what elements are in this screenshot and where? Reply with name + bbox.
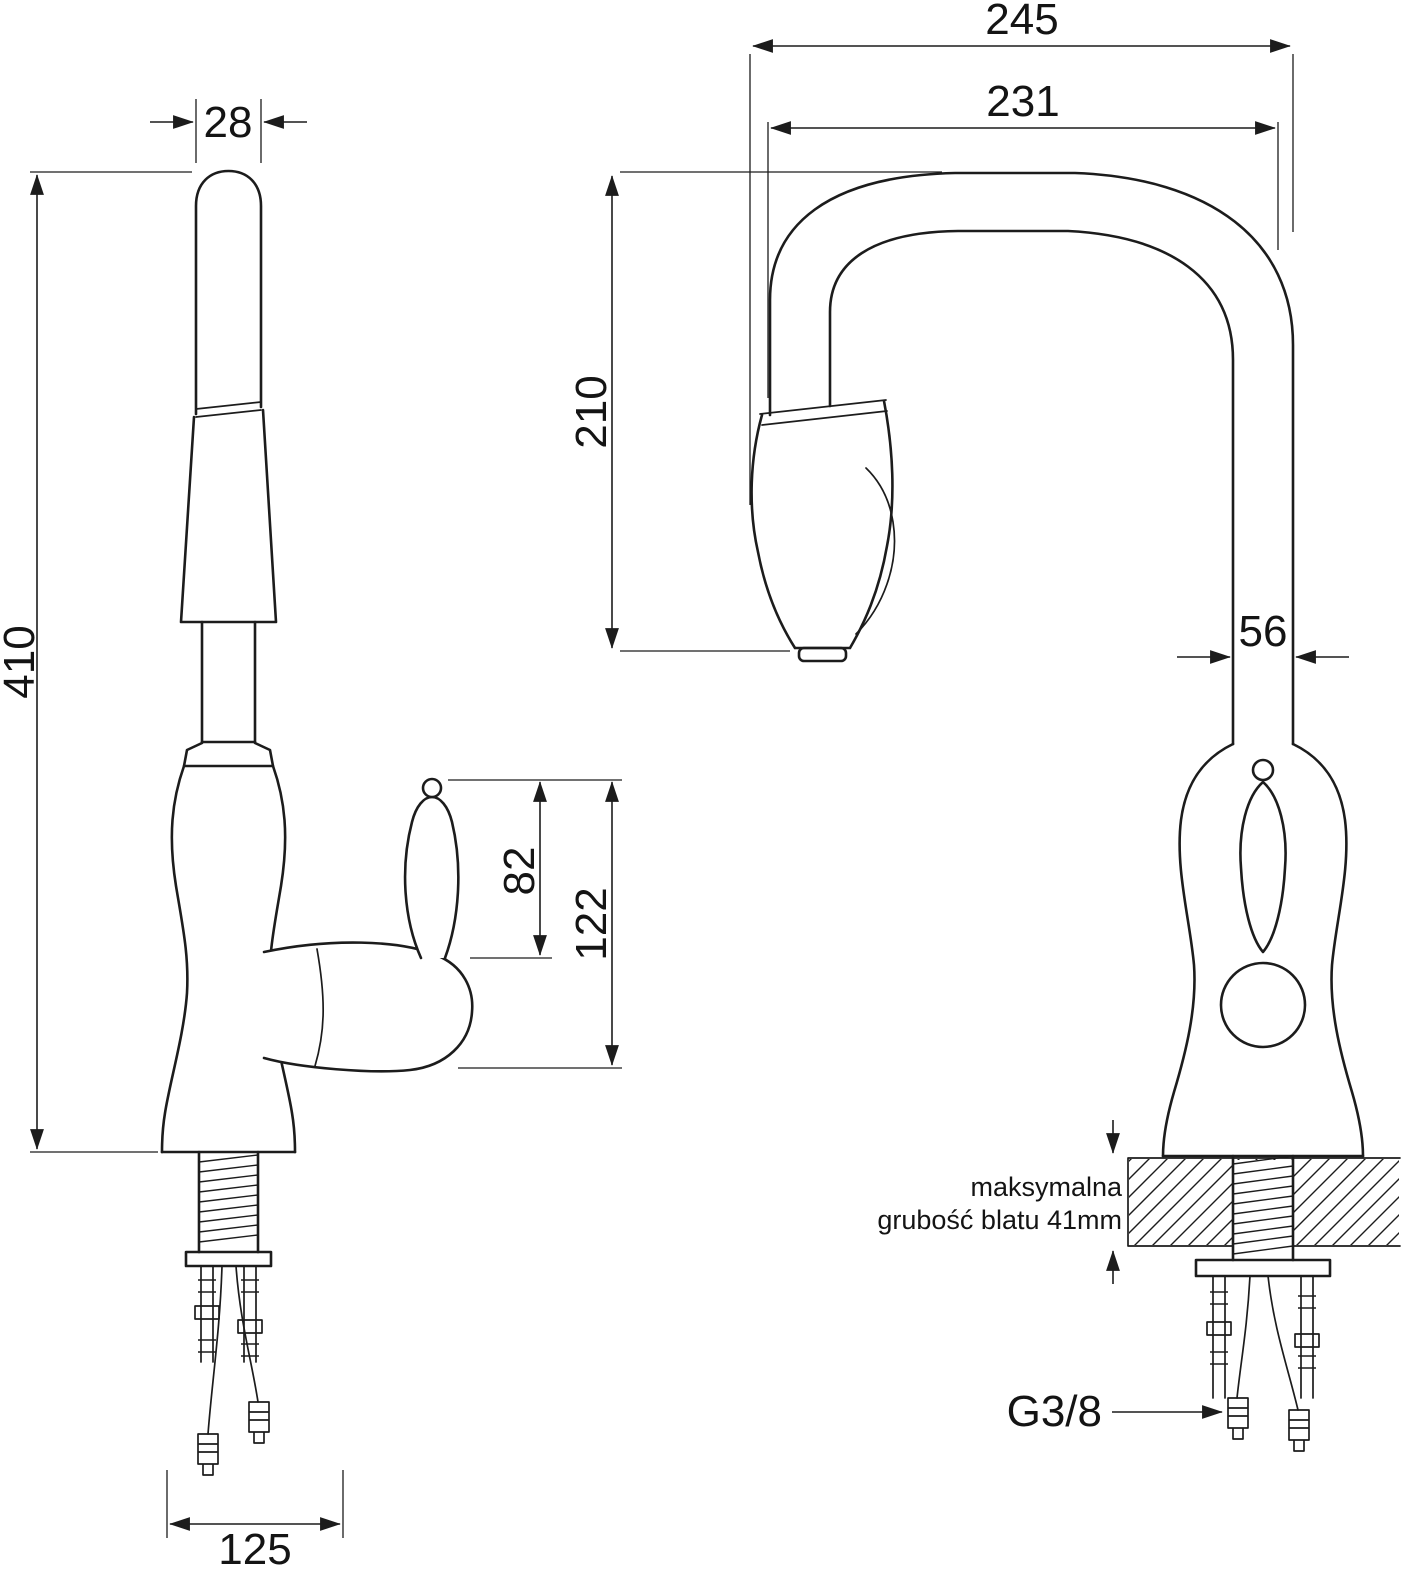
thread-label: G3/8 — [1007, 1387, 1102, 1436]
side-view-outline — [160, 169, 474, 1476]
mount-studs — [200, 1265, 257, 1363]
spray-trigger — [855, 467, 896, 635]
front-lever-grip — [1239, 780, 1287, 954]
collar — [182, 740, 275, 768]
thread-stem — [197, 1150, 260, 1254]
front-view-outline — [750, 171, 1365, 1158]
dim-label-base-depth: 125 — [218, 1525, 291, 1574]
neck-stem — [200, 620, 257, 744]
counter-thickness-note: maksymalna grubość blatu 41mm — [877, 1120, 1123, 1284]
spray-head-seam — [759, 399, 888, 426]
dim-total-width: 245 — [749, 0, 1294, 505]
dim-total-height: 410 — [0, 171, 192, 1153]
spout-neck — [194, 169, 263, 416]
front-hardware — [1194, 1258, 1332, 1452]
dim-label-spout-top-width: 28 — [204, 98, 253, 147]
front-body-right — [1291, 742, 1365, 1158]
dim-label-spout-reach: 231 — [986, 77, 1059, 126]
dim-label-handle-height: 122 — [567, 887, 616, 960]
side-view: 28 410 82 122 125 — [0, 98, 622, 1574]
body-left-profile — [160, 764, 189, 1154]
dim-label-body-width: 56 — [1239, 607, 1288, 656]
front-hoses — [1236, 1275, 1299, 1411]
dim-label-lever-height: 82 — [495, 847, 544, 896]
supply-hoses — [207, 1265, 259, 1435]
neck-seam — [195, 401, 262, 418]
front-stud-nuts — [1206, 1321, 1320, 1348]
dim-label-total-width: 245 — [985, 0, 1058, 44]
spray-head — [750, 399, 894, 650]
front-view: 245 231 210 56 maksymalna grubość blatu … — [567, 0, 1401, 1452]
stud-nuts — [194, 1305, 263, 1334]
counter-note-line1: maksymalna — [970, 1172, 1123, 1202]
dim-body-width: 56 — [1177, 607, 1349, 664]
spray-nozzle — [797, 646, 848, 663]
dim-lever-height: 82 — [448, 779, 622, 1069]
dim-spout-top-width: 28 — [150, 98, 307, 163]
gooseneck-outer — [768, 171, 1295, 746]
lever-knob — [421, 777, 443, 799]
lever-grip — [403, 795, 460, 960]
gooseneck-inner — [828, 229, 1235, 746]
dim-base-depth: 125 — [166, 1470, 344, 1574]
stud-thread-ticks — [198, 1279, 259, 1357]
dim-label-spout-height: 210 — [567, 375, 616, 448]
dim-spout-reach: 231 — [767, 77, 1279, 398]
handle-housing-fill — [264, 942, 473, 1072]
thread-callout: G3/8 — [1007, 1387, 1223, 1436]
hose-fittings — [197, 1401, 270, 1476]
housing-joint-line — [314, 948, 325, 1067]
front-lever-cap — [1219, 961, 1307, 1049]
front-mount-studs — [1212, 1275, 1314, 1399]
dim-handle-height: 122 — [567, 781, 619, 1066]
dim-label-total-height: 410 — [0, 625, 44, 698]
neck-cone — [179, 408, 278, 624]
front-mount-plate — [1194, 1258, 1332, 1278]
dim-spout-height: 210 — [567, 171, 942, 652]
front-thread-hatch — [1232, 1155, 1294, 1255]
stem-mask — [1233, 1160, 1293, 1258]
countertop-slab — [1127, 1154, 1401, 1262]
front-body-left — [1161, 742, 1235, 1158]
front-stud-ticks — [1210, 1291, 1316, 1369]
handle-housing — [262, 941, 474, 1073]
counter-note-line2: grubość blatu 41mm — [877, 1205, 1122, 1235]
mount-plate — [184, 1250, 273, 1268]
thread-stem-hatch — [198, 1154, 259, 1243]
front-hose-fittings — [1227, 1397, 1310, 1452]
front-lever-knob — [1251, 758, 1275, 782]
